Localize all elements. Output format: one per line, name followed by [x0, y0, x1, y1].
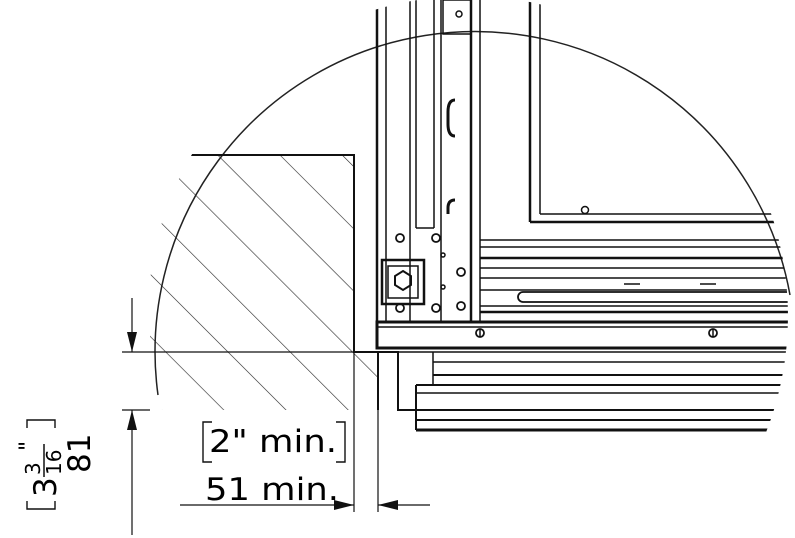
horizontal-dimension	[180, 352, 430, 512]
hatched-wall-section	[150, 154, 379, 410]
dimension-metric-value: 81	[62, 434, 98, 473]
horizontal-dimension-label: 2" min. 51 min.	[202, 421, 346, 508]
vertical-dimension	[122, 298, 378, 535]
dimension-imperial-whole: 3	[28, 477, 64, 497]
dimension-imperial-numerator: 3	[21, 462, 45, 475]
dimension-metric-text: 51 min.	[205, 472, 339, 508]
equipment-frame	[375, 0, 788, 432]
vertical-dimension-label: 3 3 16 " 81	[16, 419, 98, 510]
dimension-imperial-text: 2" min.	[209, 424, 337, 460]
dimension-imperial-denominator: 16	[42, 450, 66, 475]
dimension-inch-mark: "	[16, 441, 41, 451]
